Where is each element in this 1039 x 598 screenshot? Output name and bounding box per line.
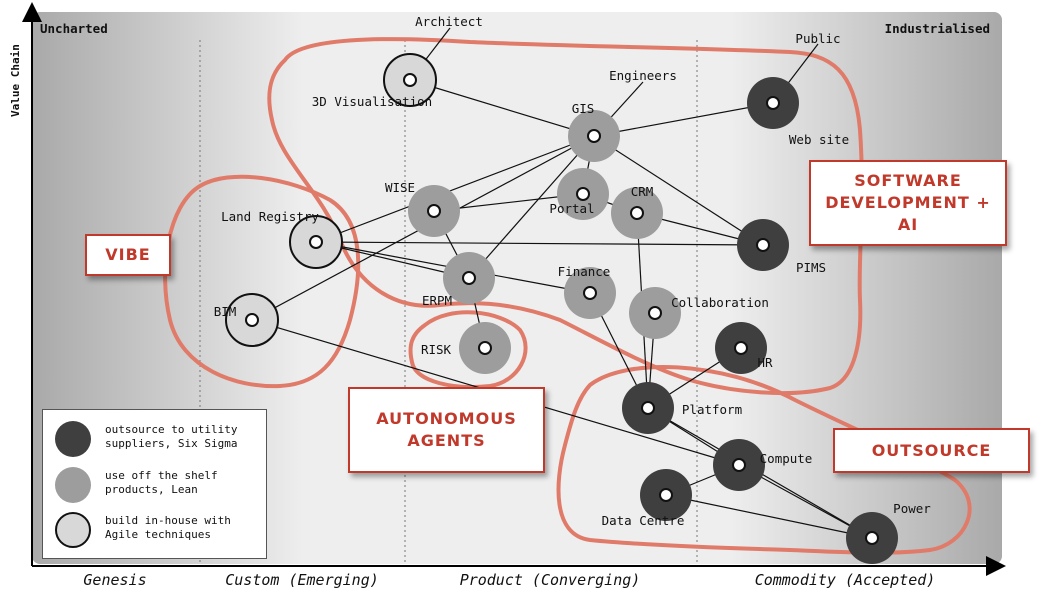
legend-swatch-outsource: [55, 421, 91, 457]
label-pims: PIMS: [796, 260, 826, 275]
label-gis: GIS: [572, 101, 595, 116]
label-wise: WISE: [385, 180, 415, 195]
node-pims[interactable]: [756, 238, 770, 252]
label-hr: HR: [757, 355, 773, 370]
callout-outsource-text: OUTSOURCE: [871, 440, 992, 460]
node-gis[interactable]: [587, 129, 601, 143]
link-gis-website: [593, 102, 774, 137]
uncharted-label: Uncharted: [40, 21, 108, 36]
node-bim[interactable]: [245, 313, 259, 327]
component-labels: Architect 3D Visualisation Engineers Public…: [214, 14, 932, 528]
stage-genesis: Genesis: [83, 571, 146, 589]
node-portal[interactable]: [576, 187, 590, 201]
link-gis-landreg: [315, 135, 595, 243]
callout-autonomous-agents-text: AUTONOMOUS AGENTS: [376, 409, 517, 450]
component-points: [245, 73, 879, 545]
label-engineers: Engineers: [609, 68, 677, 83]
legend-item-outsource: outsource to utility suppliers, Six Sigm…: [55, 421, 260, 461]
label-risk: RISK: [421, 342, 452, 357]
callout-software-development: SOFTWARE DEVELOPMENT + AI: [809, 160, 1007, 246]
node-platform[interactable]: [641, 401, 655, 415]
node-finance[interactable]: [583, 286, 597, 300]
label-compute: Compute: [760, 451, 813, 466]
node-website[interactable]: [766, 96, 780, 110]
label-crm: CRM: [631, 184, 654, 199]
node-risk[interactable]: [478, 341, 492, 355]
node-power[interactable]: [865, 531, 879, 545]
callout-vibe-text: VIBE: [105, 245, 151, 264]
callout-autonomous-agents: AUTONOMOUS AGENTS: [348, 387, 545, 473]
label-viz3d: 3D Visualisation: [312, 94, 432, 109]
callout-outsource: OUTSOURCE: [833, 428, 1030, 473]
link-gis-erpm: [468, 135, 595, 279]
label-collab: Collaboration: [671, 295, 769, 310]
stage-custom: Custom (Emerging): [225, 571, 379, 589]
region-autonomous-agents: [408, 310, 528, 389]
node-wise[interactable]: [427, 204, 441, 218]
y-axis-label: Value Chain: [9, 44, 22, 117]
label-erpm: ERPM: [422, 293, 452, 308]
legend-text-outsource: outsource to utility suppliers, Six Sigm…: [105, 423, 238, 450]
callout-vibe: VIBE: [85, 234, 171, 276]
node-hr[interactable]: [734, 341, 748, 355]
legend-item-off-shelf: use off the shelf products, Lean: [55, 467, 260, 507]
region-vibe: [163, 174, 361, 389]
label-portal: Portal: [549, 201, 594, 216]
label-finance: Finance: [558, 264, 611, 279]
label-datacentre: Data Centre: [602, 513, 685, 528]
label-website: Web site: [789, 132, 849, 147]
map-background: [32, 12, 1002, 564]
node-landreg[interactable]: [309, 235, 323, 249]
legend-swatch-off-shelf: [55, 467, 91, 503]
label-power: Power: [893, 501, 931, 516]
link-landreg-pims: [315, 241, 764, 246]
link-datacentre-power: [665, 494, 873, 539]
legend-swatch-inhouse: [55, 512, 91, 548]
legend-item-inhouse: build in-house with Agile techniques: [55, 512, 260, 552]
stage-commodity: Commodity (Accepted): [755, 571, 936, 589]
stage-product: Product (Converging): [460, 571, 641, 589]
node-viz3d[interactable]: [403, 73, 417, 87]
label-public: Public: [795, 31, 840, 46]
label-platform: Platform: [682, 402, 742, 417]
node-compute[interactable]: [732, 458, 746, 472]
node-crm[interactable]: [630, 206, 644, 220]
node-datacentre[interactable]: [659, 488, 673, 502]
callout-software-development-text: SOFTWARE DEVELOPMENT + AI: [825, 171, 991, 234]
label-architect: Architect: [415, 14, 483, 29]
link-gis-pims: [593, 135, 764, 246]
link-viz3d-gis: [409, 79, 595, 137]
node-collab[interactable]: [648, 306, 662, 320]
industrialised-label: Industrialised: [885, 21, 990, 36]
legend-text-off-shelf: use off the shelf products, Lean: [105, 469, 218, 496]
legend: outsource to utility suppliers, Six Sigm…: [42, 409, 267, 559]
label-landreg: Land Registry: [221, 209, 319, 224]
label-bim: BIM: [214, 304, 237, 319]
node-erpm[interactable]: [462, 271, 476, 285]
legend-text-inhouse: build in-house with Agile techniques: [105, 514, 231, 541]
